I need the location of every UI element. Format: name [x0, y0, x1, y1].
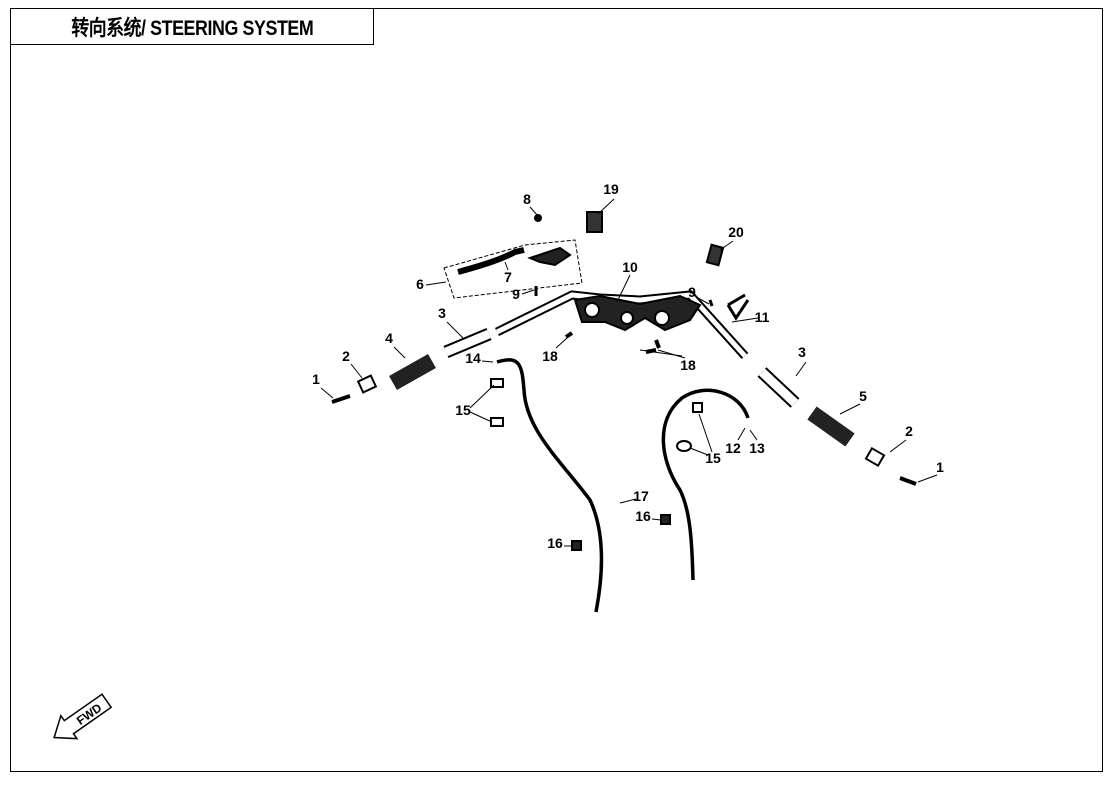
leader-line — [719, 240, 734, 251]
lever-assembly-box — [443, 239, 583, 299]
callout-label: 6 — [416, 276, 424, 292]
leader-line — [446, 321, 464, 339]
leader-line — [469, 411, 493, 423]
leader-line — [697, 297, 710, 305]
callout-label: 1 — [936, 459, 944, 475]
callout-label: 5 — [859, 388, 867, 404]
leader-line — [320, 387, 334, 399]
callout-label: 4 — [385, 330, 393, 346]
leader-line — [481, 360, 494, 363]
title-box: 转向系统/ STEERING SYSTEM — [10, 8, 374, 45]
leader-line — [889, 439, 907, 453]
leader-line — [597, 198, 615, 215]
callout-label: 3 — [798, 344, 806, 360]
fwd-arrow-icon: FWD — [53, 693, 113, 740]
callout-label: 9 — [512, 286, 520, 302]
leader-line — [651, 518, 662, 521]
bracket-11 — [726, 293, 750, 321]
callout-label: 13 — [749, 440, 765, 456]
leader-line — [749, 429, 758, 441]
handlebar-clamp — [573, 294, 702, 332]
leader-line — [839, 403, 861, 415]
leader-line — [425, 281, 447, 286]
callout-label: 20 — [728, 224, 744, 240]
leader-line — [619, 498, 637, 504]
callout-label: 15 — [705, 450, 721, 466]
leader-line — [521, 289, 535, 295]
lever-bracket — [527, 246, 572, 267]
leader-line — [393, 346, 406, 359]
leader-line — [698, 413, 713, 453]
callout-label: 16 — [635, 508, 651, 524]
leader-line — [731, 317, 759, 323]
callout-label: 2 — [342, 348, 350, 364]
callout-label: 18 — [680, 357, 696, 373]
callout-label: 18 — [542, 348, 558, 364]
grip-right — [807, 406, 855, 447]
bolt-left — [331, 394, 351, 404]
clutch-lever — [457, 247, 525, 275]
callout-label: 15 — [455, 402, 471, 418]
callout-label: 1 — [312, 371, 320, 387]
leader-line — [469, 384, 495, 409]
switch-20 — [705, 243, 725, 267]
callout-label: 8 — [523, 191, 531, 207]
callout-label: 14 — [465, 350, 481, 366]
callout-label: 3 — [438, 305, 446, 321]
callout-label: 16 — [547, 535, 563, 551]
screw-8 — [534, 214, 542, 222]
leader-line — [639, 349, 683, 357]
drawing-frame — [10, 8, 1103, 772]
clutch-cable — [496, 358, 604, 613]
page-title: 转向系统/ STEERING SYSTEM — [70, 16, 313, 40]
leader-line — [529, 206, 539, 217]
leader-line — [350, 363, 363, 379]
callout-label: 9 — [688, 284, 696, 300]
switch-19 — [586, 211, 603, 233]
bar-end-left — [356, 374, 378, 394]
callout-label: 11 — [755, 309, 770, 325]
callout-label: 12 — [725, 440, 741, 456]
callout-label: 7 — [504, 269, 512, 285]
leader-line — [504, 261, 509, 271]
leader-line — [689, 447, 709, 456]
leader-line — [616, 274, 631, 303]
brake-cable — [661, 388, 750, 581]
leader-line — [917, 474, 938, 483]
leader-line — [795, 361, 807, 377]
leader-line — [737, 427, 746, 441]
grip-left — [389, 354, 436, 390]
callout-label: 10 — [622, 259, 638, 275]
bar-end-right — [864, 446, 886, 468]
callout-label: 17 — [633, 488, 649, 504]
callout-label: 19 — [603, 181, 619, 197]
leader-line — [555, 337, 568, 349]
bolt-right — [899, 476, 917, 486]
callout-label: 2 — [905, 423, 913, 439]
